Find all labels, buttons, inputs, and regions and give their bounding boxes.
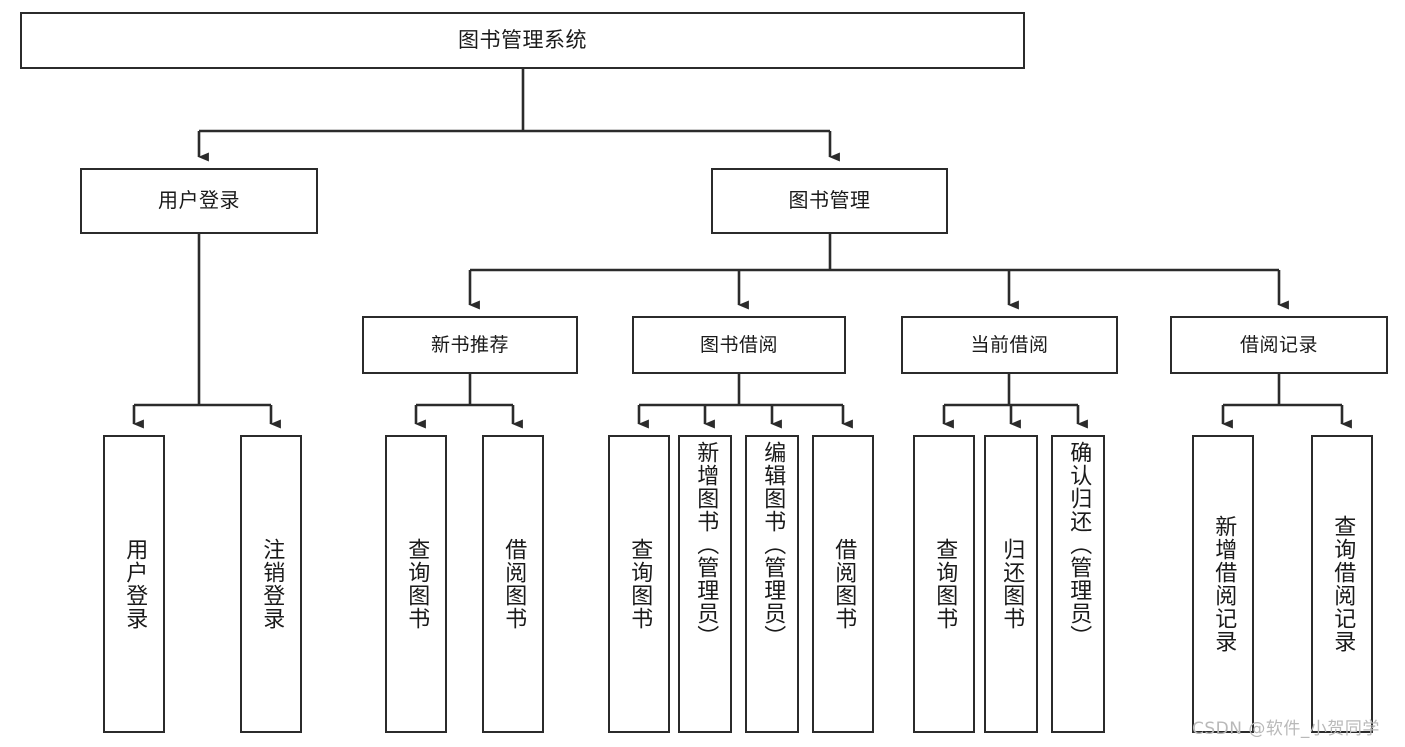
node-leaf-user-login[interactable]: 用户登录 (103, 435, 165, 733)
node-book-manage[interactable]: 图书管理 (711, 168, 948, 234)
node-leaf-query-book-1[interactable]: 查询图书 (385, 435, 447, 733)
node-label: 图书借阅 (699, 333, 778, 356)
node-label: 借阅记录 (1239, 333, 1318, 356)
node-label: 借阅图书 (501, 538, 527, 630)
node-label: 查询图书 (404, 538, 430, 630)
node-label: 编辑图书（管理员） (760, 441, 786, 648)
node-label: 查询图书 (932, 538, 958, 630)
node-leaf-query-book-2[interactable]: 查询图书 (608, 435, 670, 733)
node-leaf-edit-book[interactable]: 编辑图书（管理员） (745, 435, 799, 733)
node-label: 注销登录 (259, 538, 285, 630)
node-leaf-borrow-book-1[interactable]: 借阅图书 (482, 435, 544, 733)
node-label: 当前借阅 (970, 333, 1049, 356)
node-label: 借阅图书 (831, 538, 857, 630)
node-leaf-borrow-book-2[interactable]: 借阅图书 (812, 435, 874, 733)
node-leaf-query-book-3[interactable]: 查询图书 (913, 435, 975, 733)
node-new-book-recommend[interactable]: 新书推荐 (362, 316, 578, 374)
node-leaf-query-record[interactable]: 查询借阅记录 (1311, 435, 1373, 733)
node-label: 图书管理系统 (458, 28, 587, 53)
node-label: 新书推荐 (430, 333, 509, 356)
node-user-login[interactable]: 用户登录 (80, 168, 318, 234)
node-label: 查询图书 (627, 538, 653, 630)
node-label: 新增图书（管理员） (693, 441, 719, 648)
node-current-borrow[interactable]: 当前借阅 (901, 316, 1118, 374)
node-leaf-add-book[interactable]: 新增图书（管理员） (678, 435, 732, 733)
node-label: 用户登录 (122, 538, 148, 630)
node-leaf-confirm-return[interactable]: 确认归还（管理员） (1051, 435, 1105, 733)
node-label: 查询借阅记录 (1330, 515, 1356, 653)
node-label: 归还图书 (999, 538, 1025, 630)
node-label: 新增借阅记录 (1211, 515, 1237, 653)
node-book-borrow[interactable]: 图书借阅 (632, 316, 846, 374)
node-label: 图书管理 (788, 188, 871, 213)
node-label: 用户登录 (158, 188, 240, 213)
node-leaf-add-record[interactable]: 新增借阅记录 (1192, 435, 1254, 733)
node-leaf-logout[interactable]: 注销登录 (240, 435, 302, 733)
node-leaf-return-book[interactable]: 归还图书 (984, 435, 1038, 733)
node-label: 确认归还（管理员） (1066, 441, 1092, 648)
node-borrow-record[interactable]: 借阅记录 (1170, 316, 1388, 374)
node-book-management-system[interactable]: 图书管理系统 (20, 12, 1025, 69)
